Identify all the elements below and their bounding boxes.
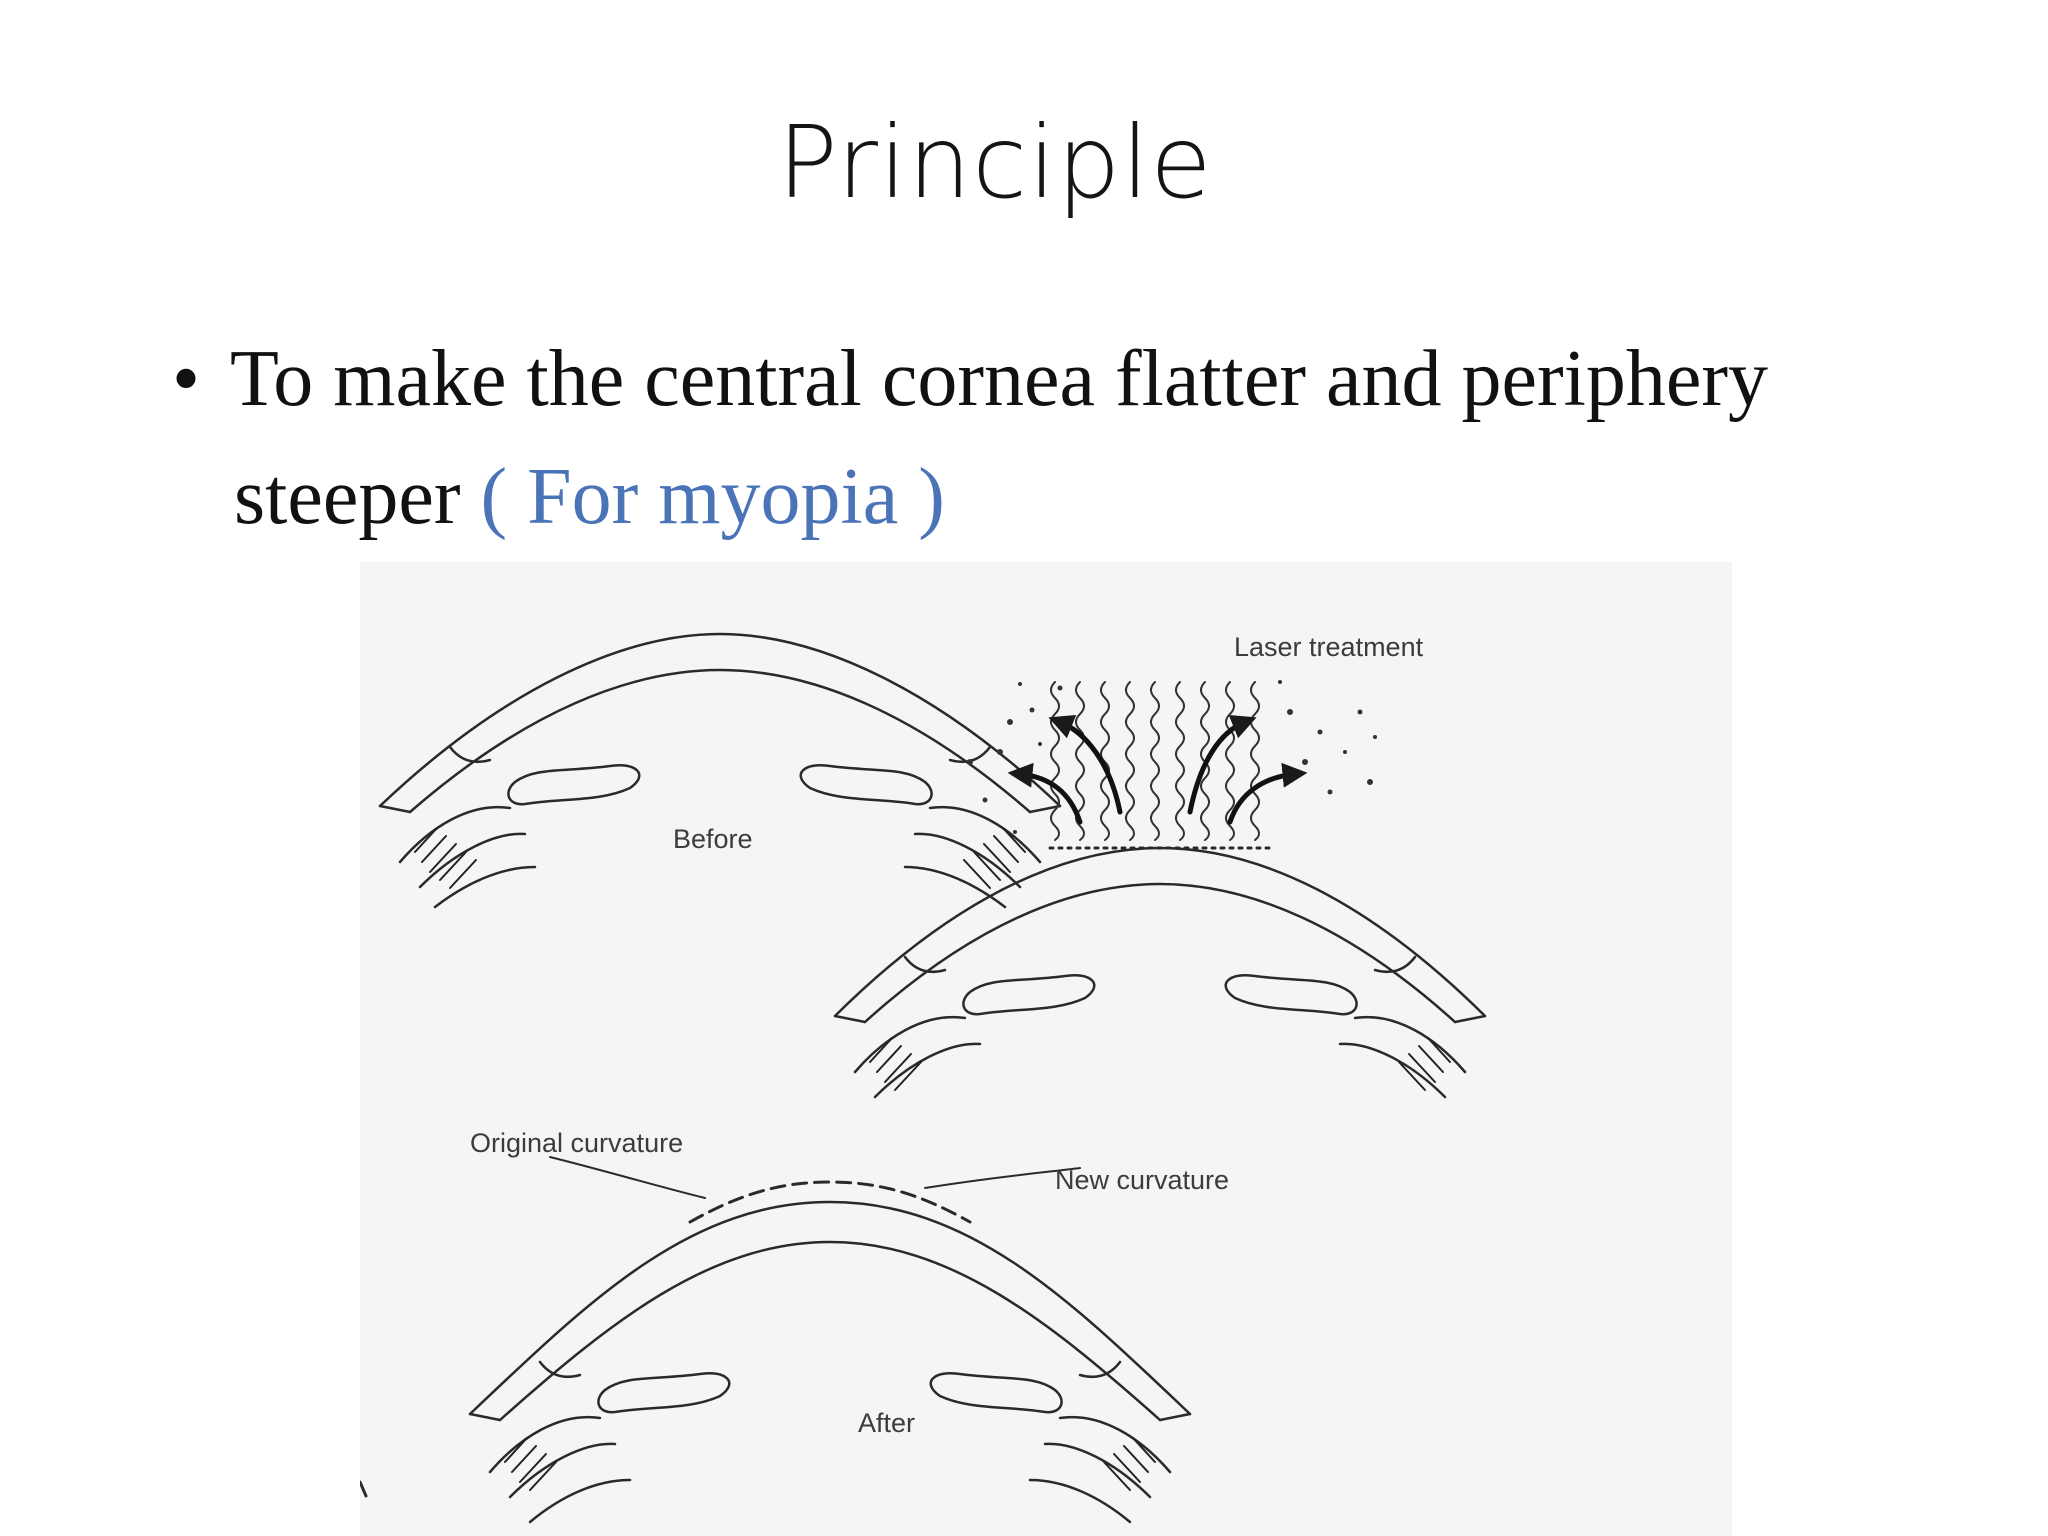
before-label: Before [673,824,753,854]
laser-wave-icon [1050,681,1260,841]
bullet-list: • To make the central cornea flatter and… [172,320,1892,556]
laser-treatment-label: Laser treatment [1234,632,1424,662]
cornea-diagram-svg [360,632,1487,1524]
ablation-particles [967,680,1377,834]
after-label: After [858,1408,916,1438]
laser-eye [833,846,1487,1099]
new-curvature-label: New curvature [1055,1165,1230,1195]
bullet-continuation: steeper ( For myopia ) [172,438,1892,556]
bullet-text-line1: To make the central cornea flatter and p… [230,335,1769,423]
ablation-arrow-icon [1007,715,1308,825]
cornea-diagram: Laser treatment Before Original curvatur… [360,562,1732,1536]
slide-title: Principle [777,104,1213,221]
bullet-text-line2: steeper [234,453,461,541]
myopia-note: ( For myopia ) [480,453,945,541]
bullet-item: • To make the central cornea flatter and… [172,320,1892,438]
bullet-marker: • [172,335,201,423]
before-eye [378,632,1062,909]
original-curvature-label: Original curvature [470,1128,684,1158]
after-eye [360,1156,1192,1524]
